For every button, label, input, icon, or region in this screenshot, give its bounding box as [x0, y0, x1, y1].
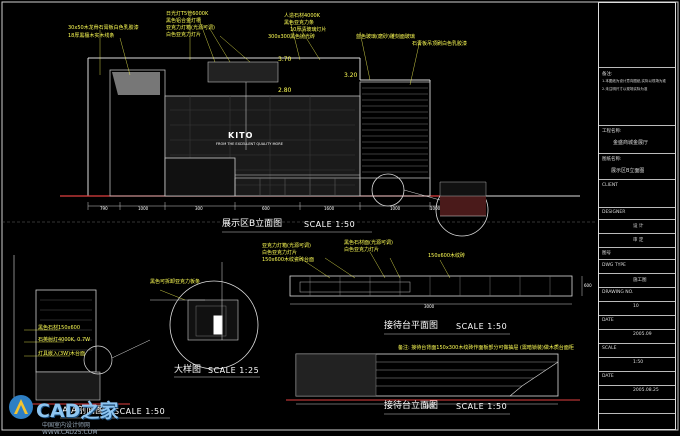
section-aa-scale: SCALE 1:50	[114, 407, 166, 416]
note-elev-mid-2: 亚克力灯箱(光源可调)	[166, 25, 215, 31]
detail-title: 大样图	[174, 365, 202, 375]
plan-scale: SCALE 1:50	[456, 322, 508, 331]
section-aa	[13, 255, 151, 410]
detail-scale: SCALE 1:25	[208, 366, 260, 375]
plan-note-0: 亚克力灯箱(光源可调)	[262, 243, 311, 249]
plan-note-3: 黑色石材面(光源可调)	[344, 240, 393, 246]
plan-note-1: 白色亚克力灯片	[262, 250, 298, 256]
tb-dwg-no-label: 图号	[602, 251, 611, 256]
note-elev-mid-1: 黑色铝合金灯槽	[166, 18, 202, 24]
tb-note-2: 2.未注明尺寸以现场实际为准	[602, 87, 648, 91]
dim-6: 1000	[430, 206, 441, 211]
tb-drawing-no: 10	[633, 304, 639, 309]
title-block: 备注: 1.本图纸为设计意向图纸,实际以现场为准 2.未注明尺寸以现场实际为准 …	[598, 2, 676, 430]
cad-home-watermark: CAD之家 中国室内设计师网 WWW.CAD25.COM	[6, 392, 136, 436]
tb-date-label: DATE	[602, 318, 614, 323]
tb-drawing-label: 图纸名称:	[602, 157, 622, 162]
tb-notes-label: 备注:	[602, 72, 613, 77]
reception-elev-scale: SCALE 1:50	[456, 402, 508, 411]
tb-design: 设 计	[633, 224, 644, 229]
brand-logo-text: KITO	[228, 131, 254, 140]
note-elev-right-5: 石膏板吊顶刷白色乳胶漆	[412, 41, 468, 47]
tb-project-name: 金盛商城金展厅	[613, 140, 649, 146]
plan-title: 接待台平面图	[384, 321, 439, 331]
tb-note-1: 1.本图纸为设计意向图纸,实际以现场为准	[602, 79, 666, 83]
plan-note-2: 150x600木纹瓷砖台面	[262, 257, 315, 263]
dim-1: 1000	[138, 206, 149, 211]
elevation-b-title: 展示区B立面图	[222, 219, 283, 229]
brand-tagline: FROM THE EXCELLENT QUALITY MORE	[216, 142, 283, 146]
height-mark-0: 3.70	[278, 56, 292, 63]
cad-logo-icon	[9, 395, 33, 419]
reception-plan	[289, 251, 583, 305]
section-note-1: 石英射灯4000K, 0.7W	[38, 337, 91, 343]
plan-dim-1: 600	[584, 283, 592, 288]
note-elev-right-3: 10厚清玻璃灯片	[290, 27, 327, 33]
section-note-2: 灯具嵌入(3W)木台面	[38, 351, 86, 357]
tb-date: 2005.09	[633, 332, 652, 337]
reception-elev-title: 接待台立面图	[384, 401, 439, 411]
tb-designer: DESIGNER	[602, 210, 626, 215]
note-elev-right-2: 300x300黑色抛光砖	[268, 34, 316, 40]
note-elev-mid-3: 白色亚克力灯片	[166, 32, 202, 38]
tb-date2-label: DATE	[602, 374, 614, 379]
elev-dim-0: 3000	[424, 404, 435, 409]
dim-0: 790	[100, 206, 108, 211]
note-elev-right-0: 人造石材4000K	[284, 13, 321, 19]
tb-approve: 审 定	[633, 238, 644, 243]
tb-date2: 2005.08.25	[633, 388, 659, 393]
watermark-sub: 中国室内设计师网 WWW.CAD25.COM	[42, 422, 98, 436]
dim-5: 1000	[390, 206, 401, 211]
tb-scale-label: SCALE	[602, 346, 617, 351]
dim-4: 1600	[324, 206, 335, 211]
note-elev-left-1: 18厚黑檀木实木线条	[68, 33, 115, 39]
elevation-b	[60, 15, 580, 237]
plan-note-4: 白色亚克力灯片	[344, 247, 380, 253]
section-note-0: 黑色石材150x600	[38, 325, 81, 331]
note-elev-right-4: 蓝色玻璃(磨砂)雕刻面玻璃	[356, 34, 415, 40]
note-elev-mid-0: 日光灯T5管6000K	[166, 11, 209, 17]
tb-dwg-type: 施工图	[633, 278, 647, 283]
tb-drawing-name: 展示区B立面图	[611, 168, 645, 174]
tb-drawing-no-label: DRAWING NO.	[602, 290, 634, 295]
plan-note-5: 150x600木纹砖	[428, 253, 466, 259]
tb-project-label: 工程名称:	[602, 129, 622, 134]
reception-elevation	[286, 353, 580, 405]
note-elev-right-1: 黑色亚克力条	[284, 20, 315, 26]
detail-note: 黑色可拆卸亚克力板条	[150, 279, 201, 285]
height-mark-1: 3.20	[344, 72, 358, 79]
watermark-brand: CAD之家	[36, 400, 119, 422]
section-aa-title: A-A剖面图	[62, 406, 105, 416]
tb-client: CLIENT	[602, 183, 618, 188]
tb-dwg-type-label: DWG TYPE	[602, 263, 626, 268]
elevation-b-scale: SCALE 1:50	[304, 220, 356, 229]
detail-view	[150, 262, 259, 370]
dim-2: 300	[195, 206, 203, 211]
tb-scale: 1:50	[633, 360, 644, 365]
height-mark-2: 2.80	[278, 87, 292, 94]
dim-3: 600	[262, 206, 270, 211]
reception-remark: 备注: 接待台背面150x300木纹砖作面板部分可做抽屉 (需暗锁装)做木质台面…	[398, 345, 574, 351]
plan-dim-0: 3000	[424, 304, 435, 309]
note-elev-left-0: 30x50木龙骨石膏板白色乳胶漆	[68, 25, 139, 31]
